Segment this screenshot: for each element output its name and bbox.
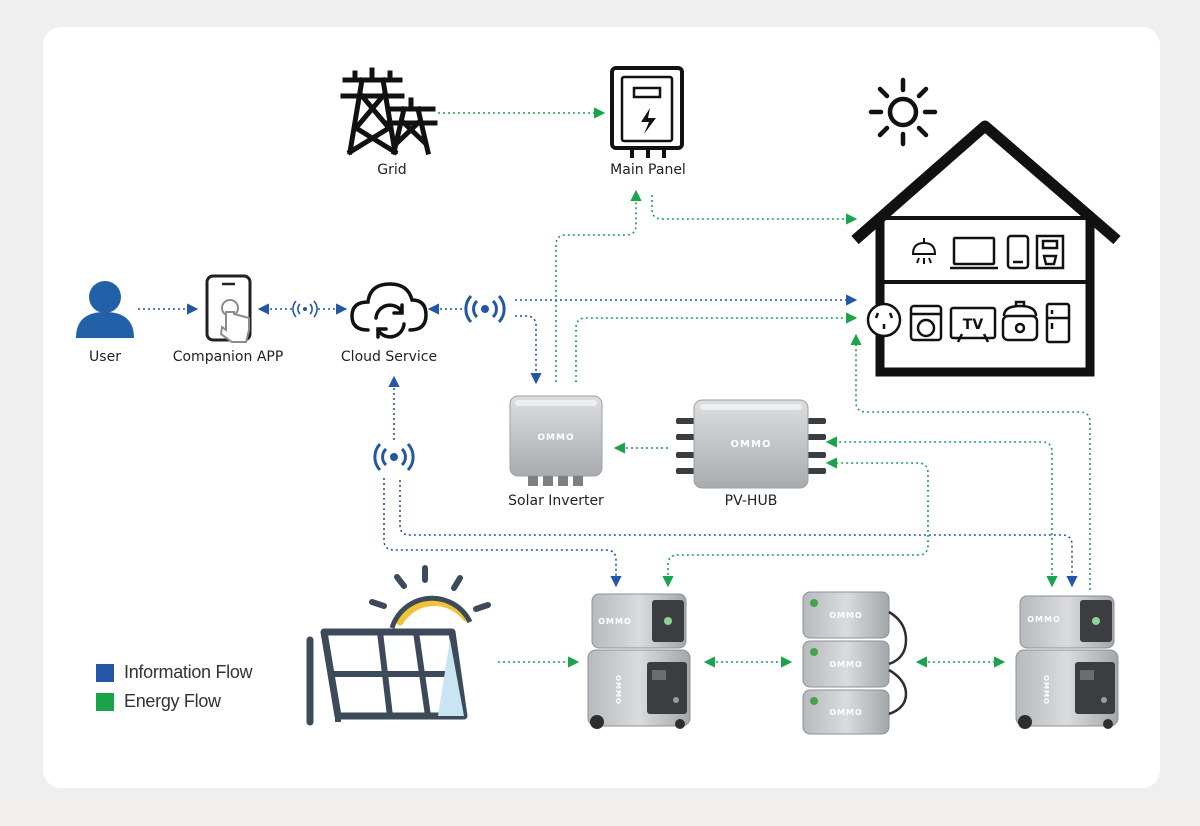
coffee-machine-icon xyxy=(1035,234,1065,270)
legend: Information Flow Energy Flow xyxy=(96,658,253,716)
power-outlet-icon xyxy=(866,302,902,338)
legend-label: Information Flow xyxy=(124,662,253,682)
legend-swatch-energy xyxy=(96,692,114,711)
person-icon xyxy=(76,281,134,338)
svg-text:OMMO: OMMO xyxy=(829,708,863,717)
sun-icon xyxy=(868,77,938,147)
solar-inverter-label: Solar Inverter xyxy=(508,493,604,509)
transmission-tower-icon xyxy=(340,67,438,156)
stacked-battery-2: OMMO OMMO OMMO xyxy=(802,591,908,735)
companion-app-label: Companion APP xyxy=(172,349,284,365)
bottom-strip xyxy=(0,796,1200,826)
energy-inverter-to-home xyxy=(575,312,858,382)
grid-label: Grid xyxy=(377,162,407,178)
svg-text:OMMO: OMMO xyxy=(829,660,863,669)
wifi-signal-icon xyxy=(373,442,415,472)
power-station-battery-1: OMMO OMMO xyxy=(587,593,691,729)
pv-hub-device: OMMO xyxy=(676,399,826,489)
sun-icon xyxy=(369,565,491,629)
information-flow-lines xyxy=(138,294,1078,588)
house-with-appliances-icon: TV xyxy=(851,77,1121,377)
wifi-signal-icon xyxy=(292,300,318,318)
electrical-panel-icon xyxy=(610,66,684,158)
svg-text:OMMO: OMMO xyxy=(614,675,622,705)
solar-inverter-device: OMMO xyxy=(509,395,603,486)
svg-text:OMMO: OMMO xyxy=(1042,675,1050,705)
legend-swatch-information xyxy=(96,663,114,682)
legend-item-energy-flow: Energy Flow xyxy=(96,687,252,716)
energy-battery-to-hub xyxy=(825,457,929,542)
info-to-inverter xyxy=(515,315,542,385)
legend-label: Energy Flow xyxy=(124,691,221,711)
refrigerator-icon xyxy=(1045,302,1071,344)
legend-item-information-flow: Information Flow xyxy=(96,658,253,687)
ceiling-lamp-icon xyxy=(911,238,937,264)
svg-text:OMMO: OMMO xyxy=(537,433,574,443)
main-panel-label: Main Panel xyxy=(610,162,686,178)
energy-battery3-to-hub xyxy=(825,436,1058,588)
washing-machine-icon xyxy=(909,304,943,342)
power-station-battery-3: OMMO OMMO xyxy=(1015,595,1119,729)
rice-cooker-icon xyxy=(1001,300,1039,342)
svg-text:OMMO: OMMO xyxy=(598,617,632,626)
energy-inverter-to-panel xyxy=(555,189,642,382)
energy-flow-lines xyxy=(438,107,1091,668)
svg-text:OMMO: OMMO xyxy=(1027,615,1061,624)
energy-battery3-to-home xyxy=(850,333,1091,590)
cloud-service-label: Cloud Service xyxy=(340,349,438,365)
solar-panel-icon xyxy=(306,565,491,726)
svg-text:TV: TV xyxy=(963,317,984,333)
svg-text:OMMO: OMMO xyxy=(829,611,863,620)
info-battery-up xyxy=(399,480,1078,588)
cloud-sync-icon xyxy=(350,282,428,339)
energy-panel-to-home xyxy=(651,195,858,225)
smartphone-touch-icon xyxy=(205,274,252,343)
energy-battery1-from-hub xyxy=(662,544,929,588)
laptop-icon xyxy=(950,236,998,270)
svg-text:OMMO: OMMO xyxy=(731,439,772,450)
wifi-signal-icon xyxy=(464,294,506,324)
info-to-battery1 xyxy=(383,478,622,588)
tv-icon: TV xyxy=(949,306,997,343)
smartphone-icon xyxy=(1006,234,1030,270)
pv-hub-label: PV-HUB xyxy=(724,493,778,509)
user-label: User xyxy=(89,349,121,365)
